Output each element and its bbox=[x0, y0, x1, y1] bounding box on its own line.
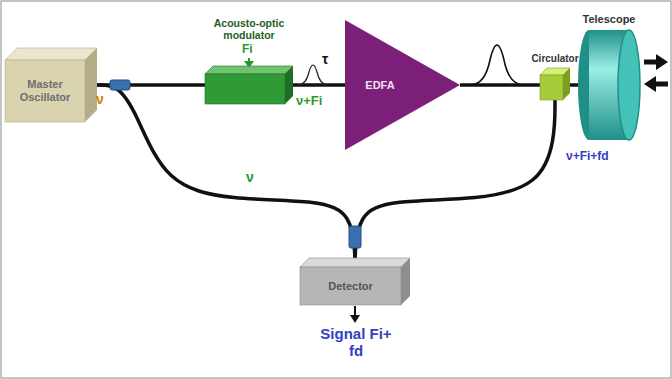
pulse-shape bbox=[298, 65, 328, 85]
beam-in-arrow bbox=[654, 82, 668, 87]
oscillator-box: Master Oscillator bbox=[5, 48, 97, 122]
amplifier-triangle-outline bbox=[345, 20, 460, 150]
fiber-connector bbox=[570, 83, 578, 87]
fiber-coupler bbox=[110, 80, 130, 90]
circulator-cube: Circulator bbox=[540, 68, 570, 100]
telescope-cylinder-outline bbox=[578, 30, 640, 140]
drive-frequency: Fi bbox=[242, 43, 253, 56]
frequency-label: ν+Fi bbox=[296, 94, 322, 108]
output-arrow bbox=[354, 306, 356, 316]
fiber-coupler bbox=[349, 226, 361, 248]
circulator-cube-outline bbox=[540, 68, 570, 100]
node-heading: Circulator bbox=[531, 53, 578, 65]
text-area: Master Oscillator bbox=[5, 60, 85, 122]
telescope-aperture bbox=[618, 30, 640, 140]
node-heading: Telescope bbox=[583, 13, 636, 26]
beam-out-head bbox=[656, 54, 668, 70]
node-label: Detector bbox=[328, 280, 373, 293]
box-side-face bbox=[285, 66, 293, 104]
detector-box: Detector bbox=[300, 258, 410, 305]
box-front-face bbox=[205, 74, 285, 104]
box-front-face bbox=[300, 267, 401, 305]
box-front-face bbox=[5, 60, 85, 122]
heading-area: Acousto-optic modulator bbox=[193, 17, 305, 41]
telescope-cylinder: Telescope bbox=[578, 30, 640, 140]
heading-area: Circulator bbox=[531, 53, 578, 65]
text-area: EDFA bbox=[349, 20, 411, 150]
frequency-label: ν+Fi+fd bbox=[566, 150, 609, 163]
frequency-label: ν bbox=[246, 170, 254, 185]
modulator-box: Acousto-optic modulator bbox=[205, 66, 293, 104]
fiber-connector bbox=[97, 85, 355, 258]
box-side-face bbox=[563, 68, 570, 100]
node-label: EDFA bbox=[365, 79, 394, 92]
amplified-pulse bbox=[470, 45, 524, 85]
box-side-face bbox=[85, 48, 97, 122]
pulse-width: τ bbox=[322, 52, 328, 67]
frequency-label: ν bbox=[96, 92, 104, 107]
modulator-box-outline bbox=[205, 66, 293, 104]
amplifier-triangle: EDFA bbox=[345, 20, 460, 150]
box-top-face bbox=[205, 66, 293, 74]
node-label: Master Oscillator bbox=[5, 78, 85, 103]
beam-in-head bbox=[644, 76, 656, 92]
box-top-face bbox=[5, 48, 97, 60]
text-area: Detector bbox=[300, 267, 401, 305]
box-front-face bbox=[540, 75, 563, 100]
signal-output: Signal Fi+ fd bbox=[318, 326, 394, 359]
output-arrow-head bbox=[350, 315, 360, 323]
heading-area: Telescope bbox=[583, 13, 636, 26]
beam-out-arrow bbox=[644, 60, 658, 65]
box-side-face bbox=[401, 258, 410, 305]
amplifier-body bbox=[345, 20, 460, 150]
node-heading: Acousto-optic modulator bbox=[193, 17, 305, 41]
box-top-face bbox=[300, 258, 410, 267]
